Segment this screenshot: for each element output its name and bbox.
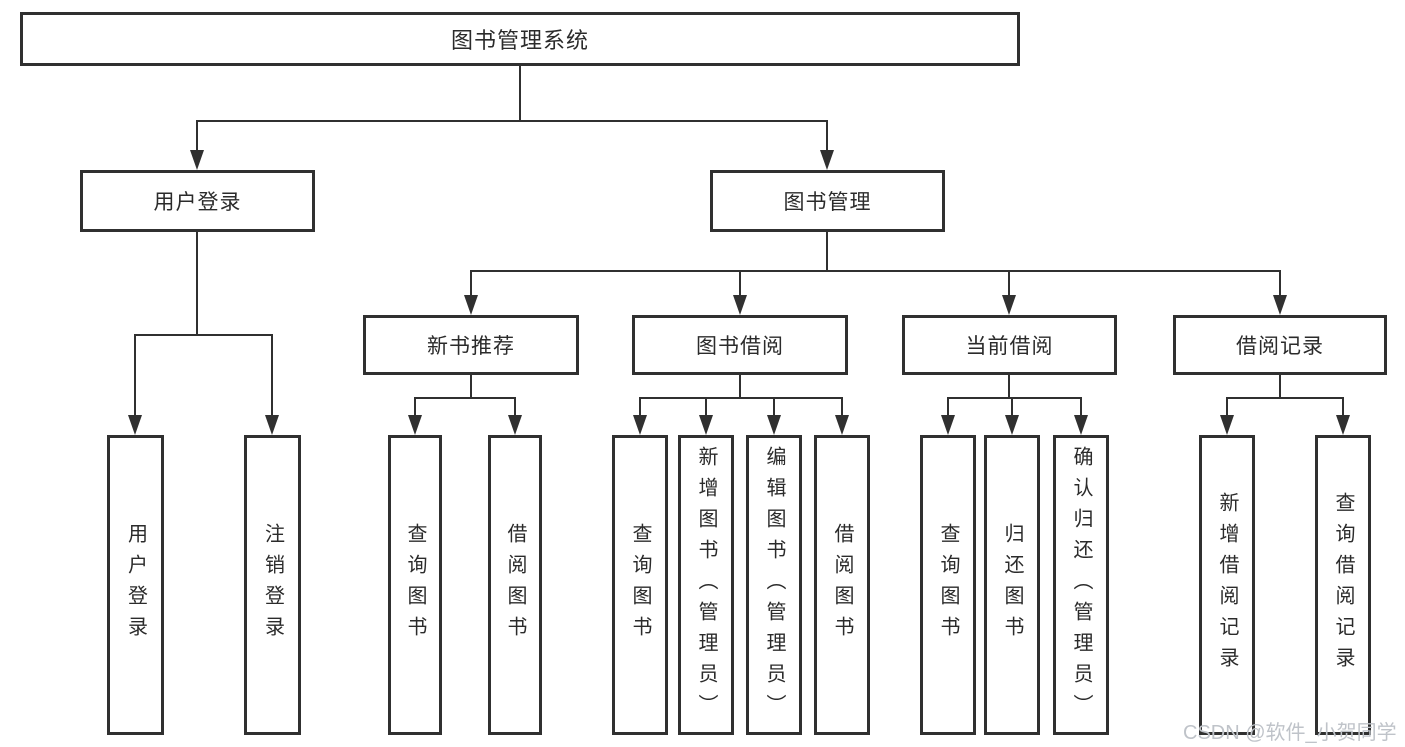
line-segment xyxy=(1008,270,1010,297)
leaf-query-books-borrow-label: 查询图书 xyxy=(629,523,651,647)
line-segment xyxy=(739,375,741,399)
node-user-login: 用户登录 xyxy=(80,170,315,232)
line-segment xyxy=(470,270,1281,272)
line-segment xyxy=(1342,397,1344,417)
node-borrow-records-label: 借阅记录 xyxy=(1236,335,1324,358)
leaf-borrow-books-recommend: 借阅图书 xyxy=(488,435,542,735)
line-segment xyxy=(519,66,521,122)
line-segment xyxy=(1008,375,1010,399)
node-book-borrow: 图书借阅 xyxy=(632,315,848,375)
leaf-borrow-books-recommend-label: 借阅图书 xyxy=(504,523,526,647)
leaf-query-books-recommend-label: 查询图书 xyxy=(404,523,426,647)
line-segment xyxy=(705,397,707,417)
line-segment xyxy=(414,397,516,399)
leaf-add-borrow-record-label: 新增借阅记录 xyxy=(1216,492,1238,678)
leaf-edit-book-admin: 编辑图书（管理员） xyxy=(746,435,802,735)
arrow-down-icon xyxy=(835,415,849,435)
arrow-down-icon xyxy=(820,150,834,170)
arrow-down-icon xyxy=(508,415,522,435)
leaf-return-books: 归还图书 xyxy=(984,435,1040,735)
arrow-down-icon xyxy=(464,295,478,315)
line-segment xyxy=(947,397,1081,399)
node-root: 图书管理系统 xyxy=(20,12,1020,66)
leaf-borrow-books-borrow: 借阅图书 xyxy=(814,435,870,735)
arrow-down-icon xyxy=(128,415,142,435)
line-segment xyxy=(470,375,472,399)
arrow-down-icon xyxy=(1074,415,1088,435)
leaf-borrow-books-borrow-label: 借阅图书 xyxy=(831,523,853,647)
leaf-query-books-current-label: 查询图书 xyxy=(937,523,959,647)
node-current-borrow: 当前借阅 xyxy=(902,315,1117,375)
node-current-borrow-label: 当前借阅 xyxy=(965,335,1054,358)
leaf-add-book-admin-label: 新增图书（管理员） xyxy=(695,445,717,725)
arrow-down-icon xyxy=(1336,415,1350,435)
watermark: CSDN @软件_小贺同学 xyxy=(1183,722,1397,744)
arrow-down-icon xyxy=(1005,415,1019,435)
line-segment xyxy=(514,397,516,417)
arrow-down-icon xyxy=(733,295,747,315)
leaf-logout: 注销登录 xyxy=(244,435,301,735)
line-segment xyxy=(1011,397,1013,417)
line-segment xyxy=(1279,270,1281,297)
line-segment xyxy=(196,232,198,336)
line-segment xyxy=(271,334,273,417)
node-new-book-recommend: 新书推荐 xyxy=(363,315,579,375)
line-segment xyxy=(1279,375,1281,399)
leaf-query-borrow-record-label: 查询借阅记录 xyxy=(1332,492,1354,678)
leaf-query-books-recommend: 查询图书 xyxy=(388,435,442,735)
node-book-management: 图书管理 xyxy=(710,170,945,232)
leaf-add-book-admin: 新增图书（管理员） xyxy=(678,435,734,735)
leaf-confirm-return-admin: 确认归还（管理员） xyxy=(1053,435,1109,735)
leaf-edit-book-admin-label: 编辑图书（管理员） xyxy=(763,445,785,725)
leaf-return-books-label: 归还图书 xyxy=(1001,523,1023,647)
line-segment xyxy=(414,397,416,417)
arrow-down-icon xyxy=(941,415,955,435)
node-new-book-recommend-label: 新书推荐 xyxy=(427,335,515,358)
line-segment xyxy=(639,397,843,399)
node-book-borrow-label: 图书借阅 xyxy=(696,335,784,358)
arrow-down-icon xyxy=(408,415,422,435)
leaf-query-borrow-record: 查询借阅记录 xyxy=(1315,435,1371,735)
line-segment xyxy=(739,270,741,297)
node-root-label: 图书管理系统 xyxy=(450,28,589,53)
leaf-user-login-label: 用户登录 xyxy=(124,523,147,647)
line-segment xyxy=(826,120,828,152)
line-segment xyxy=(134,334,136,417)
arrow-down-icon xyxy=(190,150,204,170)
arrow-down-icon xyxy=(633,415,647,435)
leaf-logout-label: 注销登录 xyxy=(261,523,284,647)
line-segment xyxy=(826,232,828,272)
arrow-down-icon xyxy=(265,415,279,435)
line-segment xyxy=(1226,397,1344,399)
node-borrow-records: 借阅记录 xyxy=(1173,315,1387,375)
leaf-query-books-current: 查询图书 xyxy=(920,435,976,735)
leaf-query-books-borrow: 查询图书 xyxy=(612,435,668,735)
arrow-down-icon xyxy=(1273,295,1287,315)
arrow-down-icon xyxy=(699,415,713,435)
node-book-management-label: 图书管理 xyxy=(783,191,872,214)
line-segment xyxy=(773,397,775,417)
line-segment xyxy=(196,120,198,152)
line-segment xyxy=(639,397,641,417)
line-segment xyxy=(134,334,273,336)
arrow-down-icon xyxy=(767,415,781,435)
line-segment xyxy=(470,270,472,297)
leaf-user-login: 用户登录 xyxy=(107,435,164,735)
line-segment xyxy=(841,397,843,417)
line-segment xyxy=(196,120,828,122)
line-segment xyxy=(947,397,949,417)
leaf-add-borrow-record: 新增借阅记录 xyxy=(1199,435,1255,735)
node-user-login-label: 用户登录 xyxy=(153,191,242,214)
line-segment xyxy=(1226,397,1228,417)
arrow-down-icon xyxy=(1220,415,1234,435)
leaf-confirm-return-admin-label: 确认归还（管理员） xyxy=(1070,445,1092,725)
arrow-down-icon xyxy=(1002,295,1016,315)
line-segment xyxy=(1080,397,1082,417)
